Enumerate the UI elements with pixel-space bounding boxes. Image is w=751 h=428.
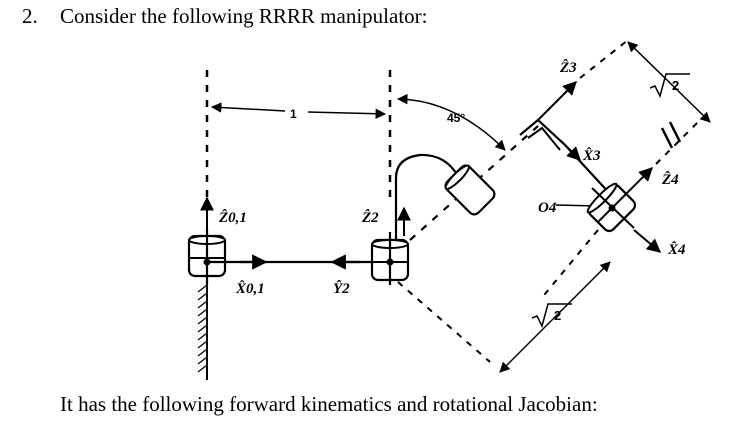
dimension-1-line-right xyxy=(307,108,387,120)
x3-axis-arrow xyxy=(559,139,581,161)
dimension-1-label: 1 xyxy=(290,107,297,121)
sqrt2-bottom-radical xyxy=(531,303,572,329)
z4-label: Ẑ4 xyxy=(661,171,679,188)
z4-axis-dashed xyxy=(655,119,701,165)
question-text: Consider the following RRRR manipulator: xyxy=(60,4,428,28)
joint4-extension-dashed xyxy=(539,229,599,301)
y2-label: Ŷ2 xyxy=(333,280,350,297)
x4-label: X̂4 xyxy=(667,240,686,258)
sqrt2-top-radical xyxy=(649,73,690,99)
x4-axis-arrow xyxy=(633,229,662,253)
x01-label: X̂0,1 xyxy=(235,279,265,297)
angle-45-arc xyxy=(396,93,506,151)
joint3-cylinder xyxy=(444,164,496,216)
z3-axis-dashed xyxy=(579,39,629,79)
joint2-extension-dashed xyxy=(397,281,491,363)
link3-inner xyxy=(527,126,561,151)
link3 xyxy=(519,118,613,197)
z01-label: Ẑ0,1 xyxy=(218,209,247,226)
link2-curve xyxy=(394,153,459,240)
o4-label: O4 xyxy=(538,200,557,216)
sqrt2-bottom-dim-line xyxy=(499,261,611,373)
z4-end-ticks xyxy=(660,121,682,149)
base-ground-hatch xyxy=(197,284,208,373)
joint1-cylinder xyxy=(187,228,227,285)
joint2-cylinder xyxy=(370,232,410,285)
dimension-1-line-left xyxy=(210,102,286,113)
sqrt2-top-dim-line xyxy=(627,41,711,123)
joint4-crossbar xyxy=(591,187,635,229)
footer-text: It has the following forward kinematics … xyxy=(60,392,598,416)
sqrt2-bottom-label: 2 xyxy=(554,308,561,323)
x3-label: X̂3 xyxy=(582,146,601,164)
z2-label: Ẑ2 xyxy=(361,209,379,226)
sqrt2-top-label: 2 xyxy=(672,78,679,93)
z3-label: Ẑ3 xyxy=(559,59,577,76)
angle-45-label: 45° xyxy=(447,111,465,125)
z4-axis-arrow xyxy=(623,167,653,197)
question-number: 2. xyxy=(22,4,38,28)
z3-axis-arrow xyxy=(537,81,577,121)
